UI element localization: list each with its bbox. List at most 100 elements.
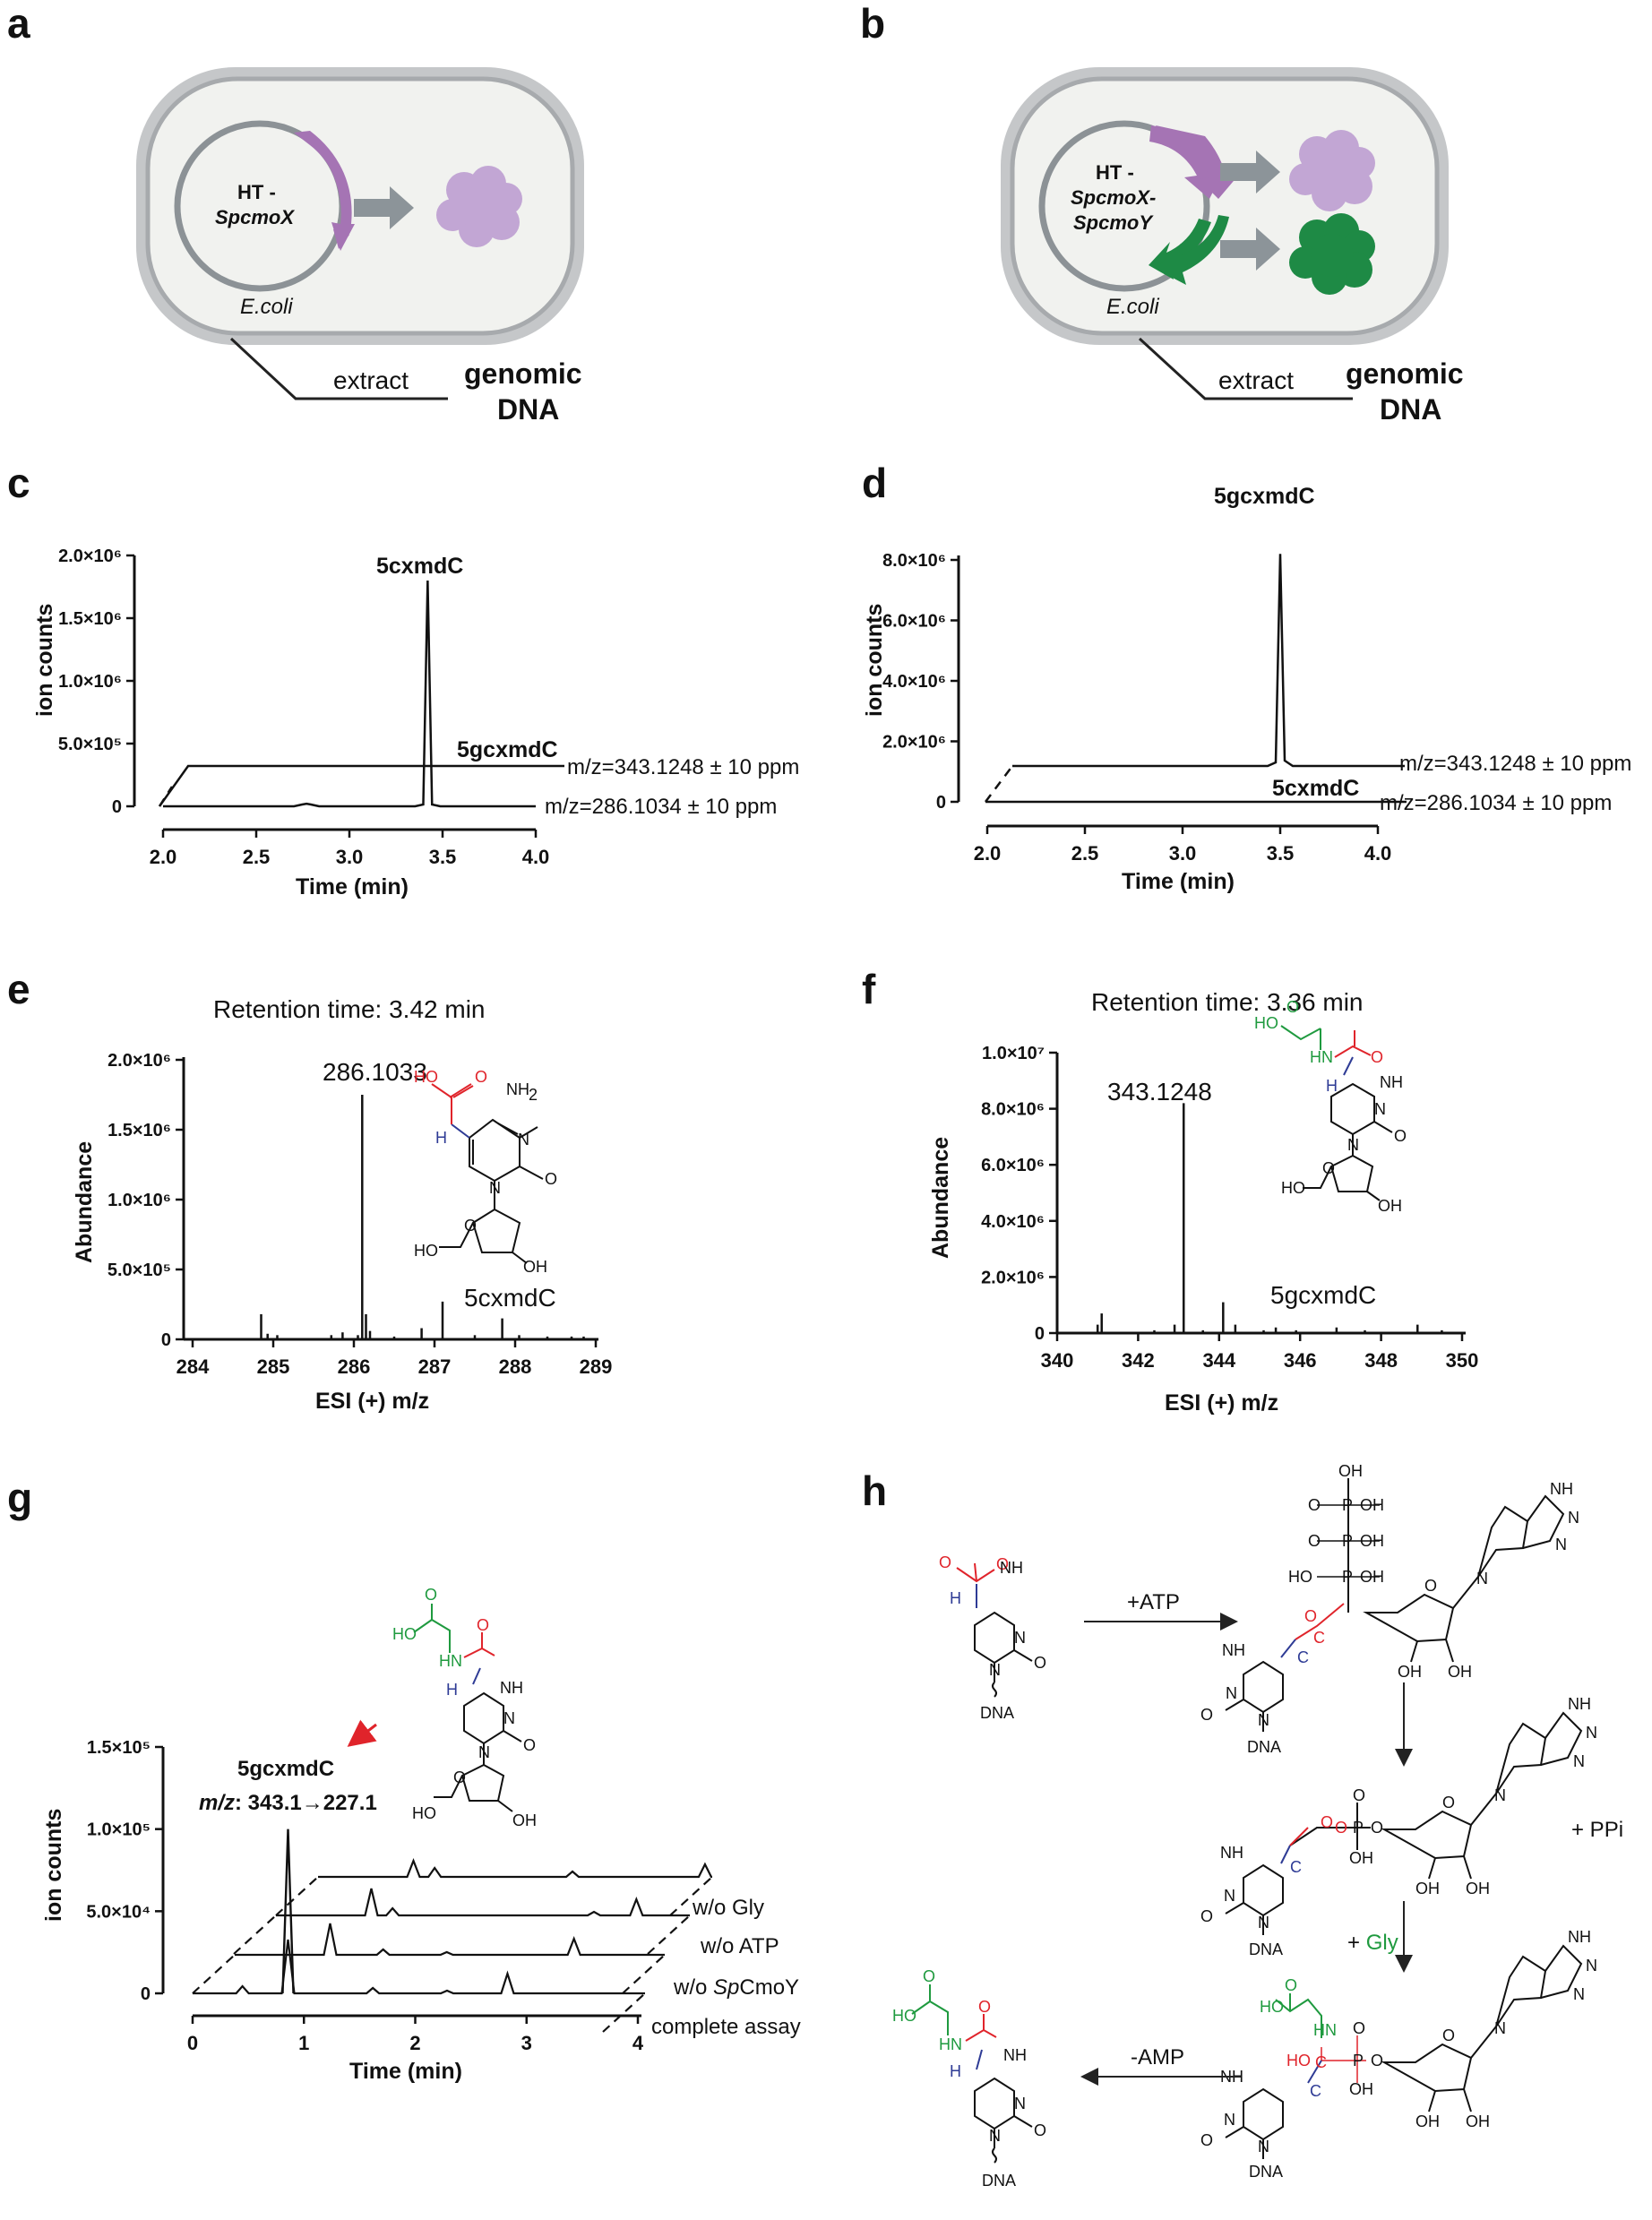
gene-arrow-spcmox-body <box>1156 125 1238 199</box>
atom-n: N <box>1494 1786 1506 1804</box>
atom-ho5: HO <box>1281 1179 1305 1197</box>
panel-label-g: g <box>7 1475 32 1521</box>
trace-343-dash <box>985 765 1013 803</box>
atom-o-ring: O <box>1322 1159 1335 1177</box>
x-tick-label: 0 <box>187 2032 198 2054</box>
atom-o-ring: O <box>1442 1794 1455 1811</box>
atom-ho: HO <box>1260 1998 1284 2016</box>
structure-atp-intermediate: OH O P OH O P OH HO P OH NH N N N O OH O… <box>1200 1462 1579 1756</box>
atom-n: N <box>1586 1724 1597 1742</box>
trace-label-343: m/z=343.1248 ± 10 ppm <box>1399 752 1631 776</box>
structure-5gcxmdc: HO O HN O NH H N N O O HO OH <box>1254 998 1407 1215</box>
label-plus-gly: + Gly <box>1347 1931 1398 1955</box>
genomic-dna-line1: genomic <box>464 357 582 390</box>
y-tick-label: 1.0×10⁶ <box>58 672 122 692</box>
expression-arrow-x <box>1220 151 1280 194</box>
x-axis-label: Time (min) <box>349 2059 462 2084</box>
y-axis-label: ion counts <box>32 604 57 717</box>
x-tick-label: 340 <box>1041 1349 1074 1372</box>
atom-o: O <box>475 1068 487 1086</box>
chart-title: Retention time: 3.36 min <box>1091 988 1364 1016</box>
atom-hn: HN <box>439 1652 462 1670</box>
x-axis-label: ESI (+) m/z <box>1165 1390 1278 1415</box>
atom-o-gly: O <box>1286 998 1299 1016</box>
peak-label-5gcxmdc: 5gcxmdC <box>457 737 558 762</box>
atom-nh: NH <box>506 1080 529 1098</box>
traces <box>192 1828 713 2033</box>
genomic-dna-line1: genomic <box>1346 357 1464 390</box>
x-tick-label: 348 <box>1364 1349 1398 1372</box>
trace-offset-dash <box>602 1992 646 2033</box>
structure-5gcxmdc-g: HO O HN O NH H N N O O HO OH <box>392 1586 537 1829</box>
atom-o2: O <box>1034 2121 1046 2139</box>
y-tick-label: 0 <box>936 793 946 813</box>
atom-ch: C <box>1310 2082 1321 2100</box>
trace-343 <box>1012 554 1405 768</box>
atom-o-gly: O <box>923 1967 935 1985</box>
y-tick-label: 2.0×10⁶ <box>981 1268 1045 1287</box>
y-axis-label: Abundance <box>928 1137 953 1259</box>
y-tick-label: 5.0×10⁵ <box>58 735 122 754</box>
atom-hn: HN <box>1310 1048 1333 1066</box>
y-tick-label: 1.5×10⁶ <box>108 1121 171 1140</box>
x-tick-label: 4.0 <box>1364 842 1392 865</box>
atom-o: O <box>1308 1532 1321 1550</box>
y-tick-label: 0 <box>141 1984 151 2004</box>
atom-n: N <box>1555 1536 1567 1553</box>
x-tick-label: 4.0 <box>522 846 550 868</box>
extract-label: extract <box>1218 366 1294 394</box>
structure-amp-adduct: O O P O OH O C NH N O N DNA NH N N N O O… <box>1200 1695 1597 1958</box>
y-tick-label: 4.0×10⁶ <box>882 672 946 692</box>
atom-n3: N <box>1014 2095 1026 2112</box>
extract-label: extract <box>333 366 409 394</box>
atom-oh3: OH <box>1378 1197 1402 1215</box>
atom-o: O <box>1308 1496 1321 1514</box>
genomic-dna-line2: DNA <box>497 393 559 426</box>
panel-label-h: h <box>862 1467 887 1514</box>
trace-offset-dash <box>192 1954 236 1994</box>
plasmid-ring <box>1038 120 1210 292</box>
atom-oh: OH <box>1349 1849 1373 1867</box>
extract-line <box>229 337 448 400</box>
atom-o: O <box>1200 1706 1213 1724</box>
atom-n1: N <box>1258 2138 1269 2155</box>
atom-oh: OH <box>1448 1663 1472 1681</box>
dna-label: DNA <box>1249 1940 1283 1958</box>
y-tick-label: 1.5×10⁶ <box>58 609 122 629</box>
trace-286 <box>163 580 536 808</box>
atom-n1: N <box>1347 1136 1359 1154</box>
y-axis-label: ion counts <box>41 1809 66 1922</box>
x-tick-label: 2.5 <box>1071 842 1099 865</box>
atom-nh: NH <box>1380 1073 1403 1091</box>
atom-n1: N <box>489 1179 501 1197</box>
y-tick-label: 5.0×10⁵ <box>108 1261 171 1280</box>
atom-nh: NH <box>1550 1480 1573 1498</box>
atom-ho5: HO <box>412 1804 436 1822</box>
x-tick-label: 350 <box>1446 1349 1479 1372</box>
atom-ch: C <box>1290 1858 1302 1876</box>
atom-p: P <box>1353 1819 1364 1837</box>
atom-oh: OH <box>1415 2112 1440 2130</box>
atom-oh: OH <box>1398 1663 1422 1681</box>
trace-line <box>193 1939 645 1995</box>
compound-name: 5gcxmdC <box>1270 1281 1376 1309</box>
panel-label-a: a <box>7 0 30 47</box>
plasmid-label-line2: SpcmoX <box>215 206 295 228</box>
protein-blob-purple <box>1289 130 1375 211</box>
spectrum-peaks <box>1096 1103 1443 1333</box>
atom-ho-red: HO <box>1286 2052 1311 2069</box>
trace-343-dash <box>158 786 174 807</box>
atom-o: O <box>996 1555 1009 1573</box>
structure-5cxmdc: HO O NH 2 H N N O O HO OH <box>414 1068 557 1276</box>
y-tick-label: 5.0×10⁴ <box>86 1902 151 1922</box>
atom-oh: OH <box>1360 1532 1384 1550</box>
trace-label-wo-spcmoy: w/o SpCmoY <box>673 1975 799 2000</box>
atom-o-ring: O <box>453 1768 466 1786</box>
